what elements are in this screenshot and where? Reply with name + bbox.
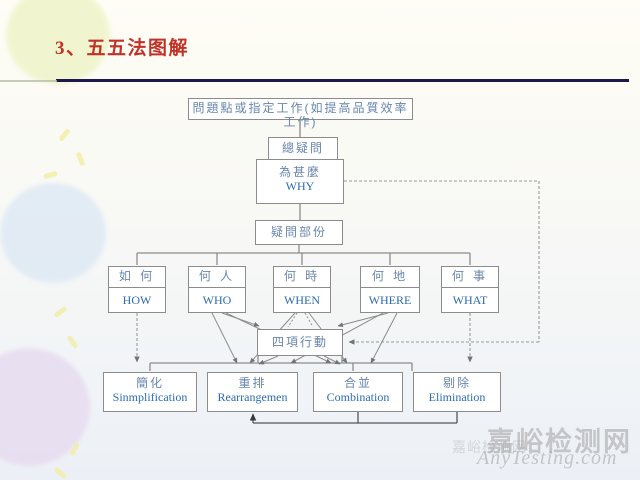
node-simplification-cn: 簡化 [135, 376, 164, 390]
node-who-cn: 何 人 [189, 267, 245, 288]
node-question-part-label: 疑問部份 [270, 225, 327, 239]
node-rearrangement: 重排 Rearrangemen [207, 372, 298, 412]
node-four-actions-label: 四項行動 [271, 335, 328, 349]
node-what: 何 事 WHAT [441, 266, 499, 313]
balloon-decoration [0, 183, 106, 283]
node-why: 為甚麼 WHY [256, 159, 344, 204]
node-problem-label: 問題點或指定工作(如提高品質效率工作) [192, 101, 409, 129]
node-combination: 合並 Combination [313, 372, 403, 412]
node-rearrangement-en: Rearrangemen [217, 389, 288, 404]
node-when-cn: 何 時 [274, 267, 330, 288]
node-what-cn: 何 事 [442, 267, 498, 288]
node-where: 何 地 WHERE [360, 266, 420, 313]
title-underline [56, 79, 629, 82]
node-simplification-en: Sinmplification [112, 389, 188, 404]
node-combination-en: Combination [326, 389, 390, 404]
node-question-part: 疑問部份 [255, 220, 343, 245]
node-elimination-en: Elimination [428, 389, 486, 404]
node-problem: 問題點或指定工作(如提高品質效率工作) [188, 98, 413, 128]
node-why-en: WHY [285, 178, 315, 193]
node-who-en: WHO [202, 293, 232, 307]
node-how: 如 何 HOW [108, 266, 166, 313]
balloon-decoration [6, 0, 110, 84]
node-who: 何 人 WHO [188, 266, 246, 313]
node-where-cn: 何 地 [361, 267, 419, 288]
slide-title: 3、五五法图解 [55, 38, 190, 59]
node-why-cn: 為甚麼 [278, 165, 321, 179]
node-four-actions: 四項行動 [257, 329, 343, 356]
node-how-cn: 如 何 [109, 267, 165, 288]
node-total-question-label: 總疑問 [281, 141, 324, 155]
node-rearrangement-cn: 重排 [238, 376, 267, 390]
node-total-question: 總疑問 [268, 137, 338, 160]
node-combination-cn: 合並 [343, 376, 372, 390]
node-elimination-cn: 剔除 [442, 376, 471, 390]
title-underline-left-segment [0, 80, 57, 82]
node-how-en: HOW [122, 293, 152, 307]
node-when: 何 時 WHEN [273, 266, 331, 313]
node-simplification: 簡化 Sinmplification [103, 372, 197, 412]
node-elimination: 剔除 Elimination [413, 372, 501, 412]
node-what-en: WHAT [452, 293, 488, 307]
node-where-en: WHERE [368, 293, 412, 307]
node-when-en: WHEN [284, 293, 320, 307]
